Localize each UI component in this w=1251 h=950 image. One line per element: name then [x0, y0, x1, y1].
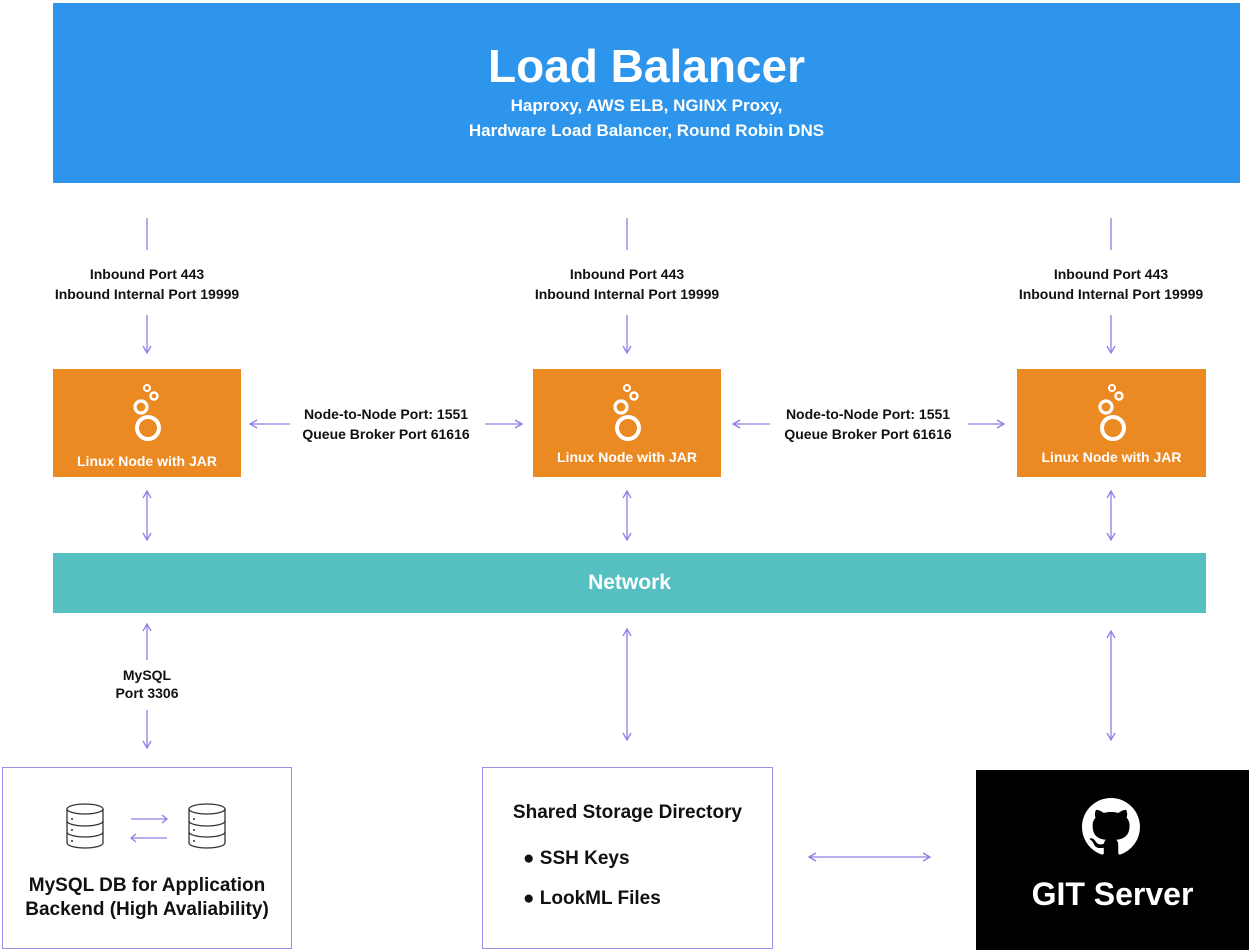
linux-node-3: Linux Node with JAR: [1017, 369, 1206, 477]
inbound-port-label-1: Inbound Port 443 Inbound Internal Port 1…: [17, 264, 277, 304]
mysql-db-label: MySQL DB for Application Backend (High A…: [3, 874, 291, 922]
mysql-db-label-1: MySQL DB for Application: [28, 875, 266, 896]
looker-logo-icon: [133, 384, 161, 441]
looker-logo-icon: [613, 384, 641, 441]
node-link-label-2: Node-to-Node Port: 1551 Queue Broker Por…: [768, 404, 968, 444]
linux-node-2: Linux Node with JAR: [533, 369, 721, 477]
storage-item: ● SSH Keys: [523, 848, 630, 869]
load-balancer-box: Load Balancer Haproxy, AWS ELB, NGINX Pr…: [53, 3, 1240, 183]
git-server-box: GIT Server: [976, 770, 1249, 950]
inbound-port-label-2: Inbound Port 443 Inbound Internal Port 1…: [497, 264, 757, 304]
looker-logo-icon: [1097, 384, 1126, 441]
storage-item-label: LookML Files: [539, 888, 661, 909]
queue-broker-port-text: Queue Broker Port 61616: [784, 426, 952, 442]
linux-node-1: Linux Node with JAR: [53, 369, 241, 477]
inbound-port-text: Inbound Port 443: [89, 266, 205, 282]
mysql-port-label: MySQL Port 3306: [17, 666, 277, 702]
inbound-internal-port-text: Inbound Internal Port 19999: [534, 286, 720, 302]
inbound-port-label-3: Inbound Port 443 Inbound Internal Port 1…: [981, 264, 1241, 304]
inbound-internal-port-text: Inbound Internal Port 19999: [54, 286, 240, 302]
inbound-internal-port-text: Inbound Internal Port 19999: [1018, 286, 1204, 302]
node-to-node-port-text: Node-to-Node Port: 1551: [303, 406, 469, 422]
inbound-port-text: Inbound Port 443: [1053, 266, 1169, 282]
node-link-label-1: Node-to-Node Port: 1551 Queue Broker Por…: [286, 404, 486, 444]
load-balancer-subtitle-1: Haproxy, AWS ELB, NGINX Proxy,: [510, 96, 783, 115]
node-label: Linux Node with JAR: [557, 449, 697, 465]
database-icon: [66, 803, 226, 849]
storage-item-label: SSH Keys: [539, 848, 630, 869]
shared-storage-box: Shared Storage Directory ● SSH Keys ● Lo…: [482, 767, 773, 949]
network-bar: Network: [53, 553, 1206, 613]
mysql-db-box: MySQL DB for Application Backend (High A…: [2, 767, 292, 949]
mysql-port-text-1: MySQL: [122, 667, 172, 683]
git-server-label: GIT Server: [1031, 876, 1194, 912]
node-label: Linux Node with JAR: [1041, 449, 1182, 465]
load-balancer-subtitle-2: Hardware Load Balancer, Round Robin DNS: [468, 121, 825, 140]
node-label: Linux Node with JAR: [77, 453, 217, 469]
mysql-port-text-2: Port 3306: [115, 685, 179, 701]
inbound-port-text: Inbound Port 443: [569, 266, 685, 282]
load-balancer-title: Load Balancer: [488, 40, 805, 92]
mysql-db-label-2: Backend (High Avaliability): [25, 899, 269, 920]
queue-broker-port-text: Queue Broker Port 61616: [302, 426, 470, 442]
storage-item: ● LookML Files: [523, 888, 661, 909]
shared-storage-title: Shared Storage Directory: [512, 802, 743, 823]
node-to-node-port-text: Node-to-Node Port: 1551: [785, 406, 951, 422]
github-icon: [1082, 798, 1140, 855]
